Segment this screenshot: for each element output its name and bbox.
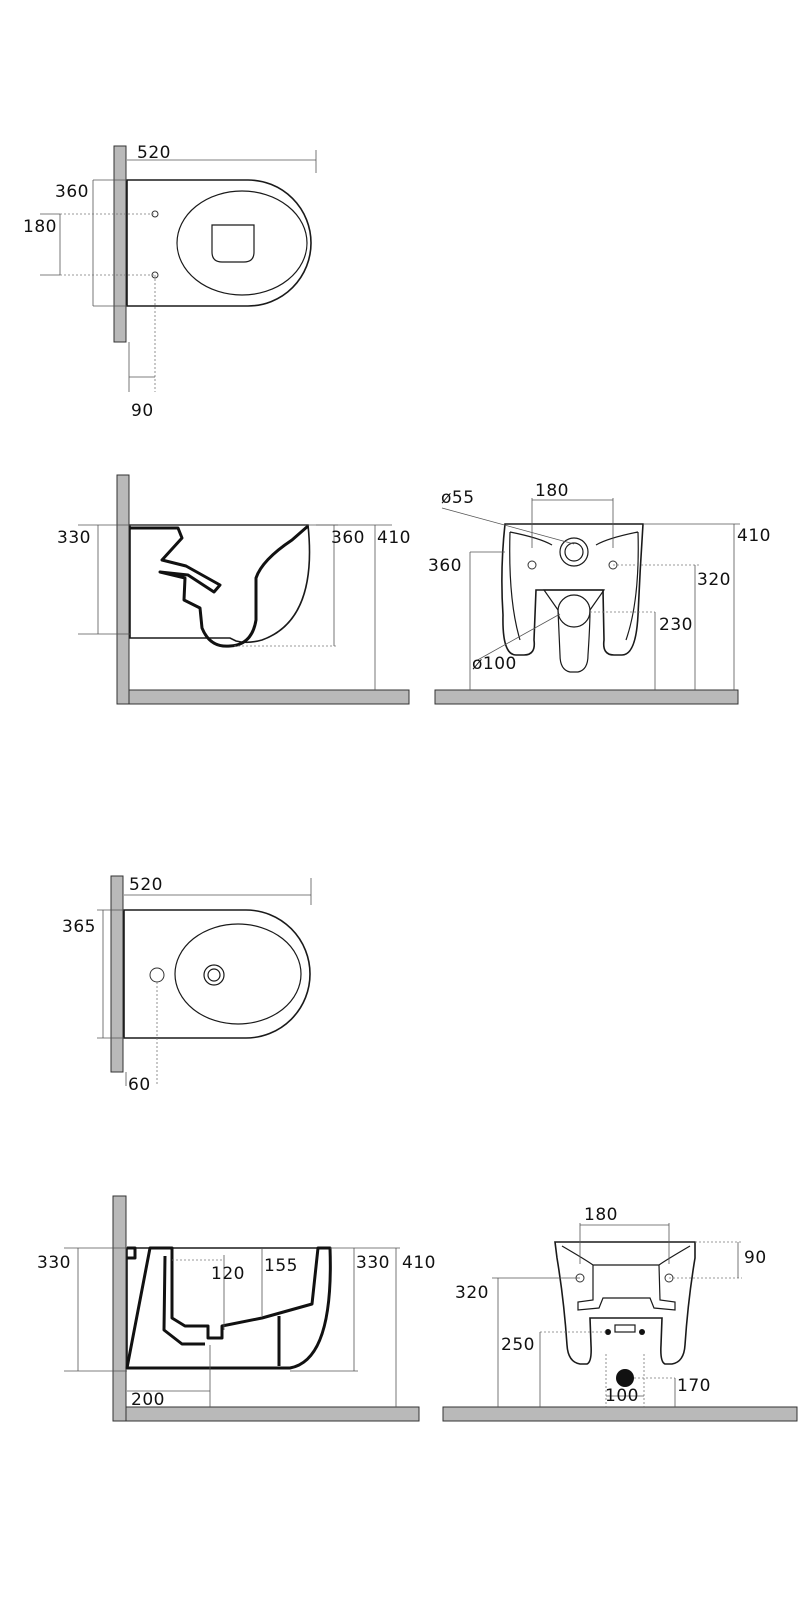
wall <box>113 145 127 343</box>
bidet-back-inner <box>561 1245 691 1311</box>
dim-fix-offset: 90 <box>131 401 154 421</box>
wc-trapway <box>130 524 309 648</box>
bidet-body-outline <box>123 909 311 1039</box>
bidet-back-view: 180 90 320 250 100 170 <box>442 1205 798 1422</box>
dim-water-height: 250 <box>501 1335 535 1355</box>
dim-outlet-diameter: ø100 <box>472 654 517 674</box>
wc-back-view: ø55 180 360 410 320 230 ø100 <box>428 481 771 705</box>
bidet-inner-walls <box>125 1246 332 1370</box>
bidet-back-outline <box>554 1241 696 1365</box>
dim-spacing: 180 <box>535 481 569 501</box>
dim-width: 520 <box>137 143 171 163</box>
dim-body-height: 330 <box>356 1253 390 1273</box>
wall <box>112 1195 127 1422</box>
dim-drain-height: 170 <box>677 1376 711 1396</box>
dim-depth: 360 <box>55 182 89 202</box>
dim-fix-spacing: 180 <box>23 217 57 237</box>
bidet-water-inlet <box>614 1324 636 1333</box>
dim-body-height: 360 <box>331 528 365 548</box>
wc-bowl <box>176 190 308 296</box>
dim-rim-height: 330 <box>57 528 91 548</box>
dim-spacing: 180 <box>584 1205 618 1225</box>
dim-tap-depth: 120 <box>211 1264 245 1284</box>
wc-body-outline <box>126 179 312 307</box>
floor <box>125 1406 420 1422</box>
dim-total-height: 410 <box>737 526 771 546</box>
wc-top-view: 520 360 180 90 <box>23 143 317 421</box>
bidet-fix-point <box>605 1329 611 1335</box>
wc-inlet-inner <box>564 542 584 562</box>
wc-side-view: 330 360 410 <box>57 474 411 705</box>
bidet-bowl <box>174 923 302 1025</box>
dim-fix-height: 320 <box>455 1283 489 1303</box>
floor <box>128 689 410 705</box>
floor <box>442 1406 798 1422</box>
fixing-hole <box>527 560 537 570</box>
floor <box>434 689 739 705</box>
bidet-drain-inner <box>207 968 221 982</box>
bidet-side-view: 330 120 155 330 410 200 <box>37 1195 436 1422</box>
tap-hole <box>149 967 165 983</box>
bidet-drain <box>616 1369 634 1387</box>
wc-inlet-outer <box>559 537 589 567</box>
wc-outlet-circle <box>557 594 591 628</box>
wall <box>116 474 130 705</box>
bidet-top-view: 520 365 60 <box>62 875 312 1095</box>
dim-depth: 365 <box>62 917 96 937</box>
wc-back-inner <box>509 531 639 641</box>
dim-rim-height: 330 <box>37 1253 71 1273</box>
dim-fix-offset: 60 <box>128 1075 151 1095</box>
dim-drain-width: 100 <box>605 1386 639 1406</box>
dim-total-height: 410 <box>377 528 411 548</box>
dim-tap-offset: 155 <box>264 1256 298 1276</box>
dim-total-height: 410 <box>402 1253 436 1273</box>
dim-height-left: 360 <box>428 556 462 576</box>
bidet-fix-point <box>639 1329 645 1335</box>
dim-outlet-height: 230 <box>659 615 693 635</box>
wall <box>110 875 124 1073</box>
dim-width: 520 <box>129 875 163 895</box>
dim-top-offset: 90 <box>744 1248 767 1268</box>
bidet-drain-outer <box>203 964 225 986</box>
dim-inlet-diameter: ø55 <box>441 488 475 508</box>
dim-fix-height: 320 <box>697 570 731 590</box>
wc-outlet-shape <box>211 224 255 263</box>
wc-outlet-pipe <box>542 589 606 673</box>
dim-outlet-offset: 200 <box>131 1390 165 1410</box>
